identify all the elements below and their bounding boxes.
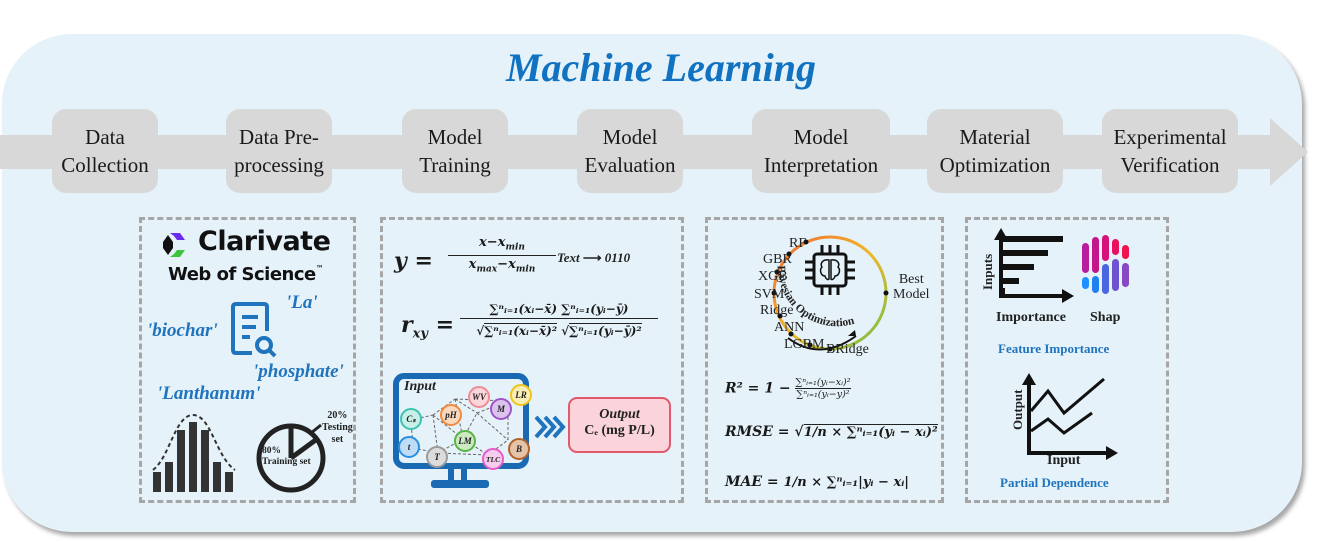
input-label: Input	[404, 379, 436, 394]
bayesian-optimization-label: Bayesian Optimization	[775, 265, 856, 329]
normalization-denominator: xmax−xmin	[468, 257, 536, 275]
model-label-ann: ANN	[774, 320, 805, 335]
rmse-formula: RMSE = √1/n × ∑ⁿᵢ₌₁(yᵢ − xᵢ)²	[725, 424, 938, 440]
partial-dependence-caption: Partial Dependence	[1000, 475, 1109, 490]
shap-logo-icon	[1082, 235, 1129, 294]
step-data-preprocessing: Data Pre-processing	[226, 109, 332, 193]
pd-x-label: Input	[1047, 453, 1081, 468]
correlation-denominator: √∑ⁿᵢ₌₁(xᵢ−x̄)² √∑ⁿᵢ₌₁(yᵢ−ȳ)²	[476, 323, 642, 338]
model-label-ridge: Ridge	[760, 303, 794, 318]
keyword-lanthanum: 'Lanthanum'	[157, 383, 261, 404]
keyword-phosphate: 'phosphate'	[253, 361, 344, 382]
ai-chip-brain-icon	[805, 245, 855, 295]
correlation-lhs: rxy =	[401, 312, 454, 342]
document-search-icon	[231, 302, 277, 358]
bayesian-optimization-ring	[771, 235, 889, 352]
clarivate-brand: Clarivate	[198, 226, 331, 257]
model-label-gbr: GBR	[763, 252, 792, 267]
r2-formula: R² = 1 − ∑ⁿᵢ₌₁(yᵢ−xᵢ)² ∑ⁿᵢ₌₁(yᵢ−y)²	[725, 377, 851, 400]
model-label-lgbm: LGBM	[784, 337, 825, 352]
model-label-xgb: XGB	[758, 269, 788, 284]
input-node-m: M	[490, 398, 512, 420]
input-node-lm: LM	[454, 430, 476, 452]
keyword-biochar: 'biochar'	[147, 320, 218, 341]
data-collection-box	[139, 217, 356, 503]
output-value: Cₑ (mg P/L)	[584, 423, 655, 438]
input-node-t: T	[426, 446, 448, 468]
train-split-label: 80%Training set	[262, 446, 311, 467]
model-training-box	[380, 217, 684, 503]
partial-dependence-chart-icon	[1022, 373, 1118, 460]
train-test-split-pie-icon	[256, 423, 326, 493]
shap-label: Shap	[1090, 310, 1121, 325]
input-node-b: B	[508, 438, 530, 460]
model-evaluation-box	[705, 217, 944, 503]
fi-y-label: Inputs	[980, 253, 995, 290]
feature-importance-caption: Feature Importance	[998, 341, 1110, 356]
normalization-lhs: y =	[394, 248, 433, 274]
page-title: Machine Learning	[505, 45, 817, 90]
text-encoding: Text ⟶ 0110	[557, 250, 631, 265]
chevron-triple-right-icon	[534, 415, 566, 439]
fi-x-label: Importance	[996, 310, 1066, 325]
web-of-science-label: Web of Science™	[168, 264, 324, 285]
input-node-cₛ: Cₛ	[400, 408, 422, 430]
input-node-lr: LR	[510, 384, 532, 406]
keyword-la: 'La'	[286, 292, 318, 313]
correlation-numerator: ∑ⁿᵢ₌₁(xᵢ−x̄) ∑ⁿᵢ₌₁(yᵢ−ȳ)	[460, 302, 658, 319]
model-label-svm: SVM	[754, 287, 785, 302]
arrow-right-icon: ⟶	[582, 250, 602, 265]
workflow-arrow-head	[1270, 118, 1308, 186]
output-label: Output	[599, 407, 640, 422]
output-box: Output Cₑ (mg P/L)	[568, 397, 671, 453]
mae-formula: MAE = 1/n × ∑ⁿᵢ₌₁|yᵢ − xᵢ|	[725, 474, 910, 490]
model-label-rf: RF	[789, 236, 807, 251]
pd-y-label: Output	[1010, 389, 1025, 430]
distribution-histogram-icon	[152, 413, 236, 492]
model-label-bridge: BRidge	[826, 342, 869, 357]
feature-importance-chart-icon	[994, 228, 1074, 303]
input-node-tlc: TLC	[482, 448, 504, 470]
normalization-numerator: x−xmin	[448, 235, 556, 256]
input-node-ph: pH	[440, 404, 462, 426]
model-interpretation-box	[965, 217, 1169, 503]
input-node-t: t	[398, 436, 420, 458]
clarivate-logo-icon	[163, 233, 185, 257]
input-node-wv: WV	[468, 386, 490, 408]
